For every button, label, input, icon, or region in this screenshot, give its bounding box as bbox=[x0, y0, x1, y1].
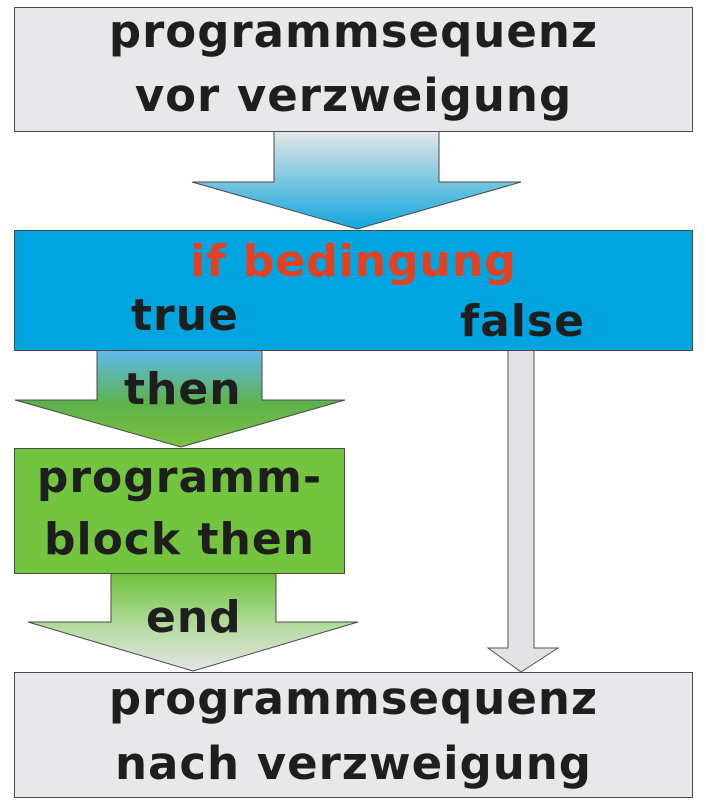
condition-title: if bedingung bbox=[190, 236, 517, 287]
sequence-before-box bbox=[14, 7, 693, 132]
then-block-line1: programm- bbox=[36, 452, 323, 503]
sequence-after-line1: programmsequenz bbox=[108, 672, 599, 725]
arrow-false-path bbox=[486, 349, 560, 673]
arrow-end bbox=[27, 572, 359, 672]
condition-box bbox=[14, 230, 693, 351]
true-label: true bbox=[131, 290, 239, 341]
arrow-then bbox=[14, 349, 346, 448]
then-block-line2: block then bbox=[44, 514, 315, 565]
then-block-box bbox=[14, 448, 345, 574]
false-label: false bbox=[460, 296, 585, 347]
sequence-after-line2: nach verzweigung bbox=[114, 737, 593, 790]
arrow-top-to-condition bbox=[191, 130, 522, 230]
sequence-before-line2: vor verzweigung bbox=[134, 69, 573, 122]
sequence-after-box bbox=[14, 672, 693, 798]
sequence-before-line1: programmsequenz bbox=[108, 5, 599, 58]
then-label: then bbox=[124, 364, 242, 415]
end-label: end bbox=[146, 592, 242, 643]
